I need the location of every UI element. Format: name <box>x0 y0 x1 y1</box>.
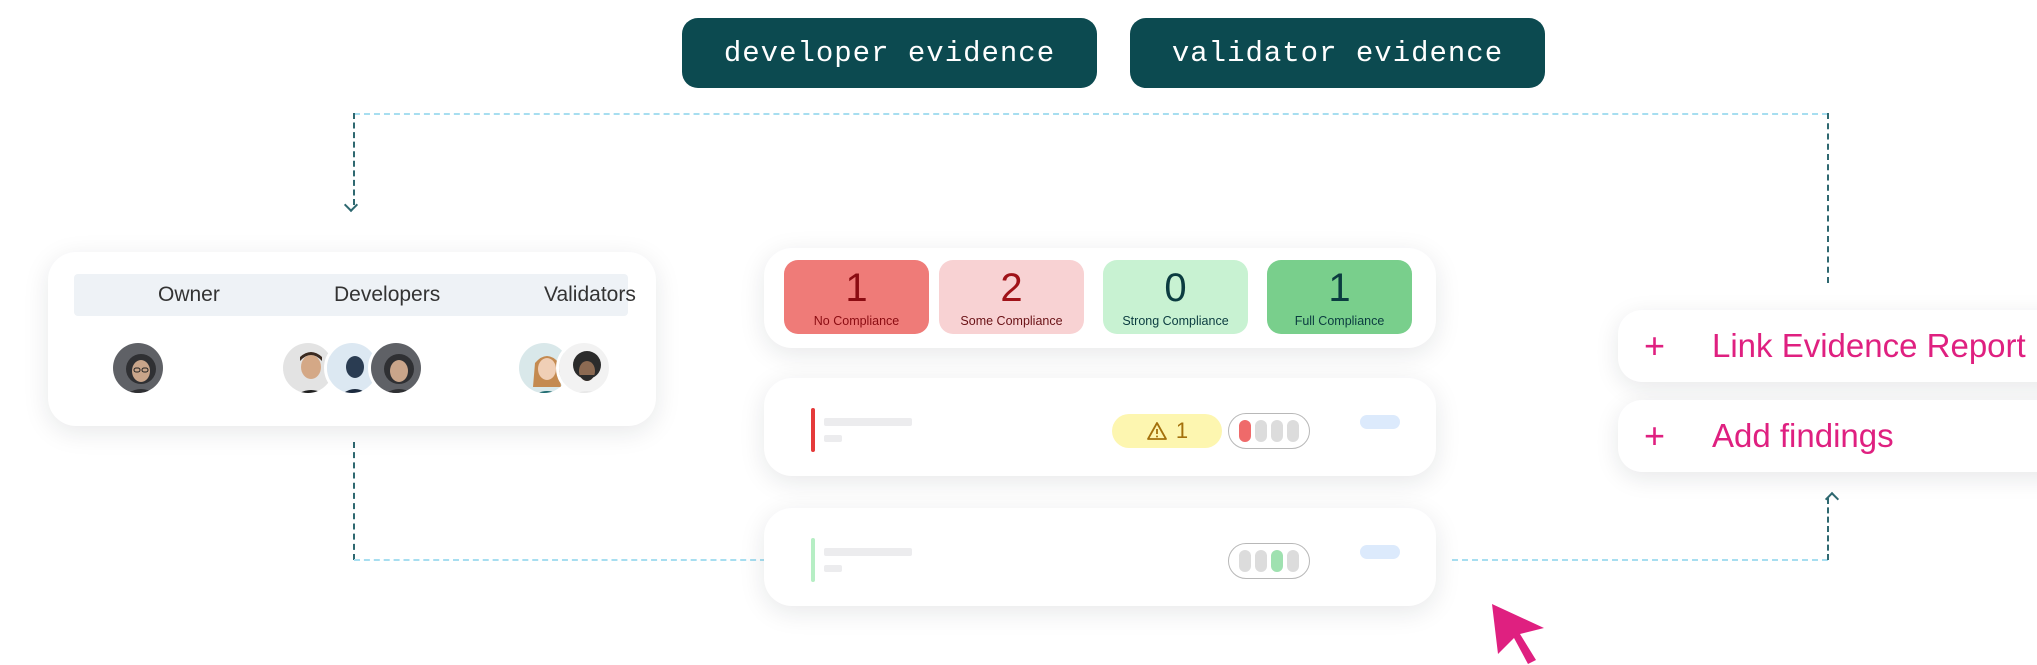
team-header: Owner Developers Validators <box>74 274 636 316</box>
warning-badge[interactable]: 1 <box>1112 414 1222 448</box>
meter-segment <box>1287 550 1299 572</box>
status-chip[interactable] <box>1360 545 1400 559</box>
compliance-meter <box>1228 413 1310 449</box>
validator-avatar[interactable] <box>556 340 612 396</box>
score-label: No Compliance <box>813 314 900 328</box>
score-value: 2 <box>1000 266 1023 310</box>
full-compliance-score[interactable]: 1 Full Compliance <box>1267 260 1412 334</box>
score-label: Full Compliance <box>1294 314 1385 328</box>
status-accent <box>811 408 815 452</box>
connector-left-bottom <box>353 442 355 560</box>
meter-segment <box>1271 550 1283 572</box>
validator-evidence-tag[interactable]: validator evidence <box>1130 18 1545 88</box>
team-card: Owner Developers Validators <box>48 252 656 426</box>
title-placeholder <box>824 548 912 556</box>
status-accent <box>811 538 815 582</box>
title-placeholder <box>824 418 912 426</box>
no-compliance-score[interactable]: 1 No Compliance <box>784 260 929 334</box>
connector-right-bottom <box>1827 498 1829 560</box>
connector-right-top <box>1827 113 1829 283</box>
compliance-summary-card: 1 No Compliance 2 Some Compliance 0 Stro… <box>764 248 1436 348</box>
warning-count: 1 <box>1175 418 1189 443</box>
meter-segment <box>1239 420 1251 442</box>
connector-left-top <box>353 113 355 205</box>
link-evidence-report-label: Link Evidence Report <box>1712 327 2026 364</box>
cursor-icon <box>1492 604 1544 664</box>
meter-segment <box>1255 550 1267 572</box>
warning-icon <box>1146 422 1167 440</box>
plus-icon: + <box>1644 325 1666 366</box>
plus-icon: + <box>1644 415 1666 456</box>
add-findings-button[interactable]: + Add findings <box>1618 400 2037 472</box>
owner-column-label: Owner <box>158 283 220 306</box>
connector-bottom-right <box>1452 559 1828 561</box>
status-chip[interactable] <box>1360 415 1400 429</box>
evidence-row[interactable] <box>764 508 1436 606</box>
subtitle-placeholder <box>824 565 842 572</box>
compliance-meter <box>1228 543 1310 579</box>
connector-top <box>354 113 1828 115</box>
developers-column-label: Developers <box>334 283 441 306</box>
connector-bottom-left <box>354 559 766 561</box>
meter-segment <box>1271 420 1283 442</box>
meter-segment <box>1287 420 1299 442</box>
meter-segment <box>1255 420 1267 442</box>
validators-column-label: Validators <box>544 283 636 306</box>
developer-evidence-tag[interactable]: developer evidence <box>682 18 1097 88</box>
add-findings-label: Add findings <box>1712 417 1894 454</box>
some-compliance-score[interactable]: 2 Some Compliance <box>939 260 1084 334</box>
developer-avatar[interactable] <box>368 340 424 396</box>
owner-avatar[interactable] <box>110 340 166 396</box>
evidence-row[interactable]: 1 <box>764 378 1436 476</box>
strong-compliance-score[interactable]: 0 Strong Compliance <box>1103 260 1248 334</box>
score-value: 0 <box>1164 266 1187 310</box>
score-value: 1 <box>1328 266 1351 310</box>
score-value: 1 <box>845 266 868 310</box>
subtitle-placeholder <box>824 435 842 442</box>
score-label: Some Compliance <box>960 314 1063 328</box>
score-label: Strong Compliance <box>1122 314 1229 328</box>
meter-segment <box>1239 550 1251 572</box>
link-evidence-report-button[interactable]: + Link Evidence Report <box>1618 310 2037 382</box>
arrow-down-icon <box>343 197 359 213</box>
